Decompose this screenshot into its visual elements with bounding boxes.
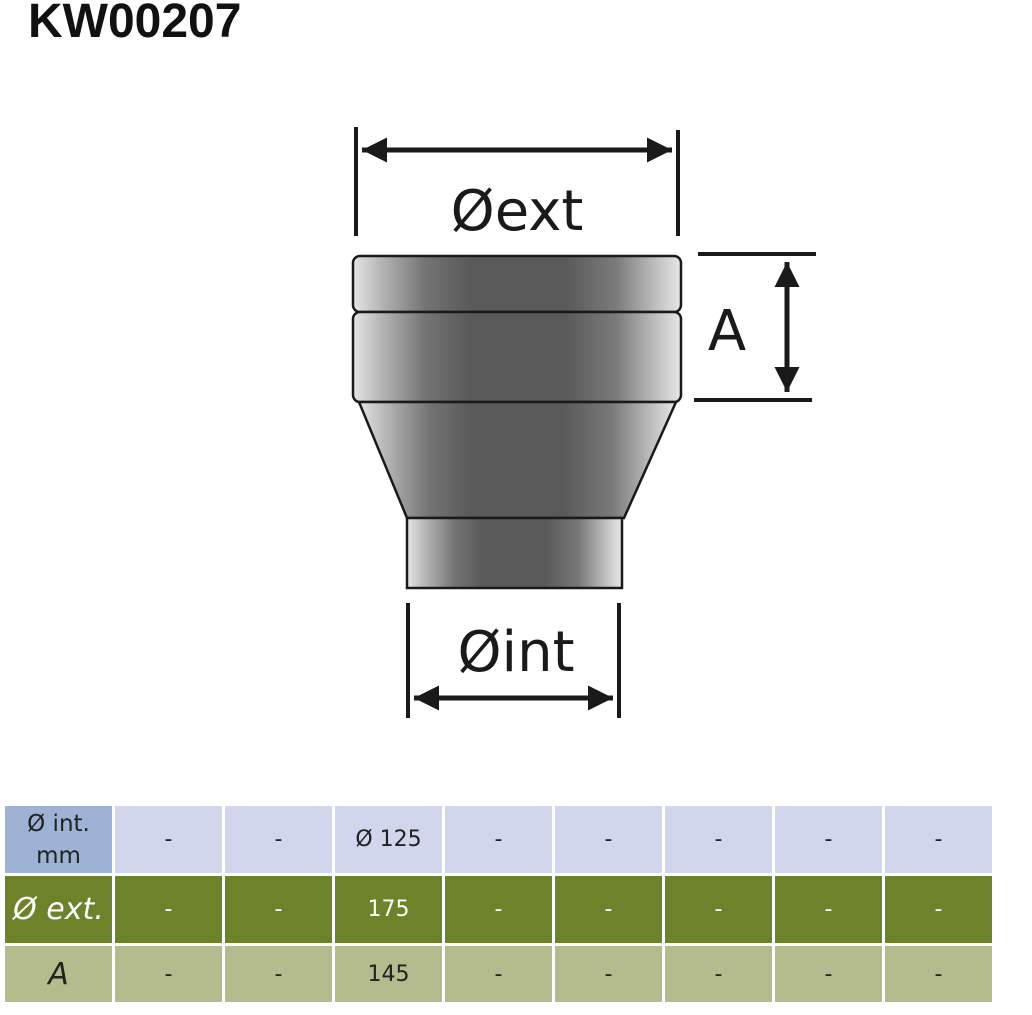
dimensions-table: Ø int. mm - - Ø 125 - - - - - Ø ext. - -… [2, 803, 995, 1005]
reducer-shape [351, 254, 683, 590]
product-code-title: KW00207 [28, 0, 242, 48]
table-cell: - [115, 806, 222, 873]
table-cell: - [445, 876, 552, 943]
table-cell: 145 [335, 946, 442, 1002]
table-cell: - [775, 876, 882, 943]
top-collar [351, 254, 683, 314]
int-dimension [406, 603, 621, 718]
table-cell: - [445, 806, 552, 873]
table-cell: 175 [335, 876, 442, 943]
table-cell: - [555, 876, 662, 943]
table-cell: - [555, 806, 662, 873]
bottom-spigot [405, 516, 624, 590]
row-header-int-diameter: Ø int. mm [5, 806, 112, 873]
row-header-ext-diameter: Ø ext. [5, 876, 112, 943]
table-cell: - [555, 946, 662, 1002]
upper-body [351, 310, 683, 404]
table-cell: - [885, 946, 992, 1002]
table-cell: - [665, 876, 772, 943]
table-cell: - [885, 806, 992, 873]
table-cell: - [885, 876, 992, 943]
height-dimension [694, 252, 816, 402]
row-header-height-a: A [5, 946, 112, 1002]
table-cell: Ø 125 [335, 806, 442, 873]
table-cell: - [775, 946, 882, 1002]
ext-dimension [354, 127, 680, 236]
table-cell: - [775, 806, 882, 873]
ext-diameter-label: Øext [451, 179, 584, 244]
int-diameter-label: Øint [457, 620, 574, 685]
table-cell: - [115, 876, 222, 943]
table-cell: - [225, 946, 332, 1002]
table-cell: - [115, 946, 222, 1002]
table-row-ext-diameter: Ø ext. - - 175 - - - - - [5, 876, 992, 943]
table-cell: - [665, 806, 772, 873]
table-cell: - [445, 946, 552, 1002]
height-a-label: A [708, 299, 746, 364]
table-cell: - [225, 876, 332, 943]
table-row-height-a: A - - 145 - - - - - [5, 946, 992, 1002]
cone-section [357, 400, 678, 520]
table-row-int-diameter: Ø int. mm - - Ø 125 - - - - - [5, 806, 992, 873]
reducer-diagram: Øext A Øint [351, 127, 816, 718]
table-cell: - [665, 946, 772, 1002]
table-cell: - [225, 806, 332, 873]
